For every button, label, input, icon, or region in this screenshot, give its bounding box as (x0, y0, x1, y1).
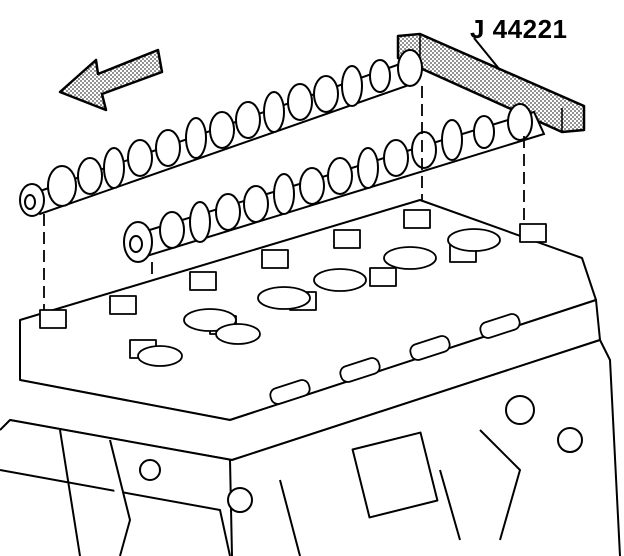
direction-arrow-icon (58, 48, 164, 112)
intake-camshaft (19, 49, 423, 217)
tool-label: J 44221 (470, 14, 568, 44)
cylinder-head (9, 199, 601, 461)
engine-block (0, 339, 621, 556)
camshaft-holding-tool (396, 32, 586, 134)
exhaust-camshaft (123, 103, 546, 263)
